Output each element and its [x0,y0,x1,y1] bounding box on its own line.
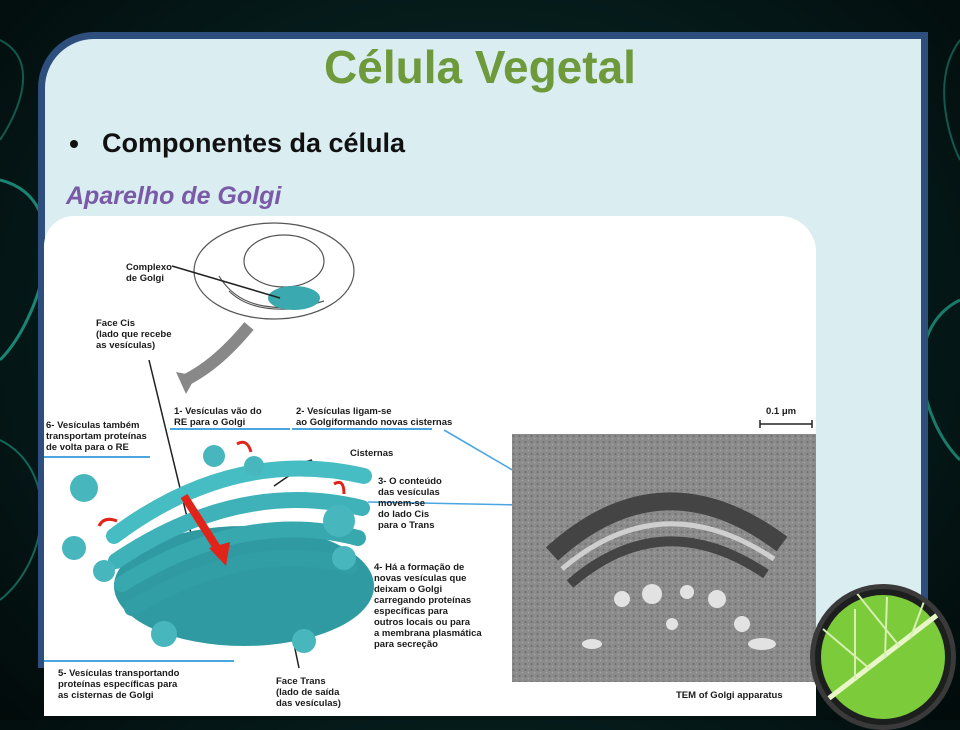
label-step-6: 6- Vesículas também transportam proteína… [46,420,147,453]
golgi-diagram [62,222,813,669]
slide-subtitle: Aparelho de Golgi [66,182,282,210]
label-underline [292,428,432,430]
slide-title: Célula Vegetal [324,41,636,93]
tem-micrograph [512,434,816,682]
golgi-highlight-icon [268,286,320,310]
curved-arrow-icon [181,322,254,387]
label-complexo-golgi: Complexo de Golgi [126,262,172,284]
label-underline [170,428,290,430]
golgi-figure: Complexo de Golgi Face Cis (lado que rec… [44,216,816,716]
label-face-cis: Face Cis (lado que recebe as vesículas) [96,318,172,351]
label-face-trans: Face Trans (lado de saída das vesículas) [276,676,341,709]
label-step-4: 4- Há a formação de novas vesículas que … [374,562,482,650]
label-cisternas: Cisternas [350,448,394,459]
label-underline [44,456,150,458]
label-scale: 0.1 μm [766,406,797,417]
label-underline [44,660,234,662]
label-step-1: 1- Vesículas vão do RE para o Golgi [174,406,262,428]
golgi-stack-icon [62,445,374,653]
label-step-2: 2- Vesículas ligam-se ao Golgiformando n… [296,406,453,428]
leaf-logo-icon [810,584,956,730]
bullet-dot-icon [70,139,78,148]
label-step-3: 3- O conteúdo das vesículas movem-se do … [378,476,442,531]
label-step-5: 5- Vesículas transportando proteínas esp… [58,668,180,701]
label-tem-caption: TEM of Golgi apparatus [676,690,783,701]
bullet-text: Componentes da célula [102,128,406,158]
bullet-item: Componentes da célula [70,128,405,159]
